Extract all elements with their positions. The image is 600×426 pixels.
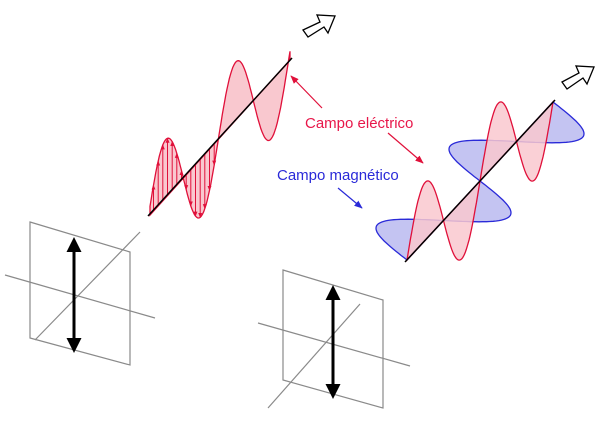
magnetic-field-label: Campo magnético: [277, 167, 399, 184]
electric-label-pointer-left: [290, 75, 323, 109]
right-frame-plane: [282, 269, 384, 409]
left-propagation-axis: [34, 231, 141, 341]
propagation-arrow-icon: [561, 65, 595, 90]
left-wave-axis: [147, 57, 293, 217]
left-electric-field-vectors: [151, 137, 217, 218]
right-propagation-axis: [267, 303, 361, 409]
right-em-wave: [375, 99, 585, 263]
electric-label-pointer-right: [387, 132, 424, 164]
right-polarization-frame: [257, 269, 411, 409]
left-electric-wave-curve: [149, 51, 291, 219]
right-wave-axis: [404, 99, 556, 263]
left-horizontal-axis: [4, 274, 156, 319]
left-polarization-frame: [4, 221, 156, 366]
electric-field-label: Campo eléctrico: [305, 115, 413, 132]
left-frame-plane: [29, 221, 131, 366]
magnetic-label-pointer: [337, 187, 363, 209]
propagation-arrow-icon: [302, 14, 336, 38]
left-electric-wave: [147, 51, 293, 219]
